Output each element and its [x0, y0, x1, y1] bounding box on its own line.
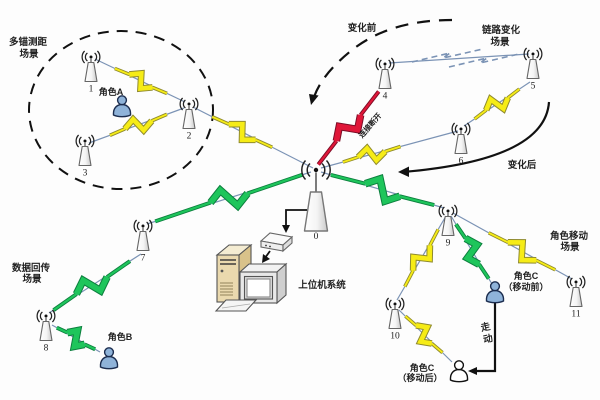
node-label-3: 3 [83, 169, 88, 179]
node-label-9: 9 [446, 239, 451, 249]
computer-monitor [238, 262, 288, 305]
link-6-5 [463, 81, 531, 127]
antenna-node-5: 5 [523, 47, 543, 92]
scene-role-move-line1: 角色移动 [550, 230, 589, 242]
broken-link-sketch [411, 48, 520, 68]
node-label-4: 4 [383, 92, 388, 102]
link-3-2 [88, 107, 185, 144]
computer-keyboard [214, 299, 258, 312]
person-role-c-before-icon [485, 281, 505, 304]
antenna-node-10: 10 [385, 297, 405, 342]
node-label-5: 5 [531, 82, 536, 92]
host-system-label: 上位机系统 [298, 279, 346, 291]
scene-data-return-line2: 场景 [22, 273, 42, 285]
antenna-node-2: 2 [179, 97, 199, 142]
node-label-6: 6 [459, 157, 464, 167]
node-label-2: 2 [187, 132, 192, 142]
antenna-node-4: 4 [375, 57, 395, 102]
node-label-11: 11 [571, 310, 580, 320]
link-1-2 [94, 58, 186, 103]
node-label-8: 8 [44, 344, 49, 354]
scene-link-change-line2: 场景 [490, 36, 510, 48]
link-7-8 [48, 253, 142, 314]
role-c-after-name: 角色C [410, 362, 435, 373]
link-8-roleb [51, 324, 101, 353]
node-label-7: 7 [141, 254, 146, 264]
node-label-10: 10 [390, 332, 400, 342]
before-change-label: 变化前 [348, 22, 377, 34]
hub-to-modem-arrow [282, 209, 307, 233]
person-role-c-after-icon [449, 360, 469, 383]
radio-modem-device [259, 232, 294, 253]
role-a-label: 角色A [99, 86, 124, 97]
scene-data-return-line1: 数据回传 [11, 262, 51, 274]
antenna-node-9: 9 [438, 204, 458, 249]
before-change-arrow [309, 18, 453, 105]
scene-role-move-line2: 场景 [560, 241, 580, 253]
node-label-0: 0 [314, 232, 319, 242]
walk-path [468, 302, 497, 375]
scene-link-change-line1: 链路变化 [482, 24, 521, 36]
link-2-0 [192, 106, 314, 169]
scene-multi-anchor-line1: 多锚测距 [9, 36, 48, 48]
link-0-9 [320, 171, 445, 209]
link-0-7 [146, 171, 312, 225]
role-c-after-state: （移动后） [397, 372, 442, 383]
role-c-before-name: 角色C [514, 270, 539, 281]
multi-anchor-boundary-ellipse [28, 30, 214, 190]
link-9-rolec [450, 215, 493, 285]
antenna-node-1: 1 [81, 50, 101, 95]
antenna-node-7: 7 [133, 219, 153, 264]
link-4-5 [388, 53, 530, 64]
person-role-a-icon [112, 95, 132, 118]
antenna-node-0: 0 [301, 159, 331, 242]
link-9-10 [396, 215, 447, 301]
after-change-label: 变化后 [508, 159, 537, 171]
person-role-b-icon [99, 347, 119, 370]
after-change-arrow [398, 101, 551, 177]
antenna-node-11: 11 [566, 275, 586, 320]
modem-to-computer-arrow [262, 250, 271, 263]
link-9-11 [452, 212, 573, 280]
antenna-node-3: 3 [75, 134, 95, 179]
walk-label: 走动 [479, 320, 495, 346]
antenna-node-6: 6 [451, 122, 471, 167]
node-label-1: 1 [89, 85, 94, 95]
link-0-4 [316, 90, 381, 166]
role-c-before-state: （移动前） [503, 281, 548, 292]
antenna-node-8: 8 [36, 309, 56, 354]
link-10-rolec2 [398, 309, 453, 363]
link-0-6 [320, 130, 459, 169]
role-b-label: 角色B [108, 331, 133, 342]
scene-multi-anchor-line2: 场景 [19, 48, 39, 60]
